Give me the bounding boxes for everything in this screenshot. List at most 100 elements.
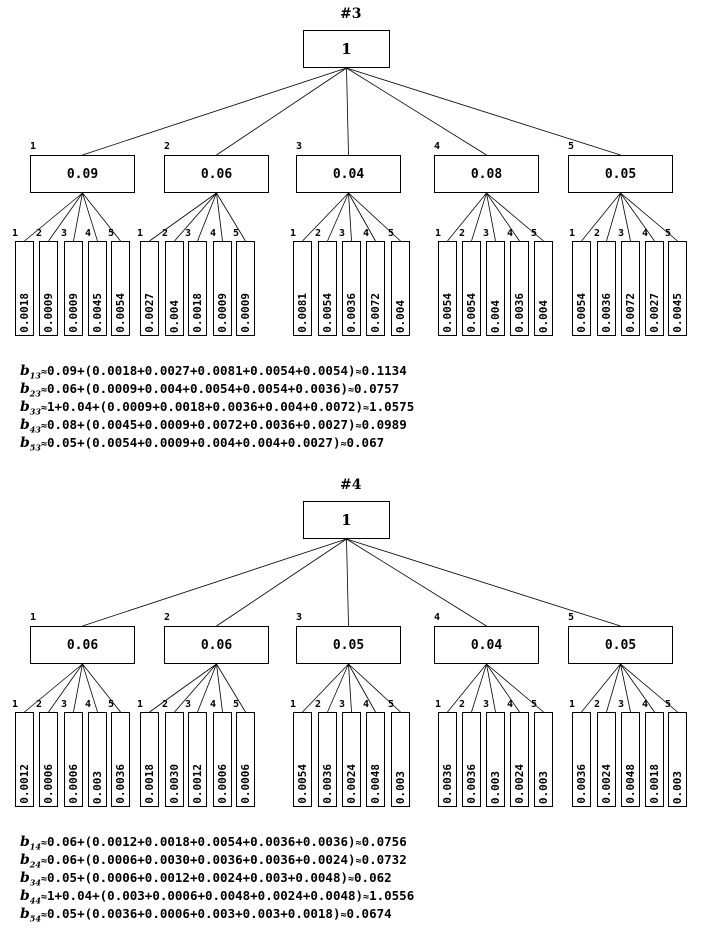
- leaf-node: 0.004: [165, 241, 184, 336]
- leaf-node: 0.003: [391, 712, 410, 807]
- leaf-index-label: 5: [108, 699, 115, 710]
- approx-symbol: ≈: [340, 910, 347, 921]
- formula-row: b44≈1+0.04+(0.003+0.0006+0.0048+0.0024+0…: [20, 887, 414, 906]
- approx-symbol: ≈: [40, 385, 47, 396]
- formula-expression: 0.06+(0.0009+0.004+0.0054+0.0054+0.0036): [46, 381, 348, 396]
- node-to-leaf-line: [486, 663, 520, 713]
- formula-variable: b: [20, 852, 30, 868]
- approx-symbol: ≈: [355, 838, 362, 849]
- root-node: 1: [303, 501, 390, 539]
- node-to-leaf-line: [447, 663, 487, 713]
- leaf-node: 0.0012: [188, 712, 207, 807]
- formula-variable: b: [20, 381, 30, 397]
- leaf-value: 0.0054: [321, 293, 334, 333]
- node-to-leaf-line: [620, 663, 655, 713]
- formula-subscript: 23: [29, 388, 41, 399]
- node-to-leaf-line: [174, 192, 217, 242]
- leaf-node: 0.0036: [342, 241, 361, 336]
- formula-variable: b: [20, 363, 30, 379]
- leaf-index-label: 3: [483, 228, 490, 239]
- leaf-index-label: 5: [531, 228, 538, 239]
- leaf-node: 0.0027: [140, 241, 159, 336]
- leaf-node: 0.004: [486, 241, 505, 336]
- leaf-node: 0.0054: [462, 241, 481, 336]
- leaf-value: 0.0036: [114, 764, 127, 804]
- leaf-index-label: 3: [61, 228, 68, 239]
- formula-list: b14≈0.06+(0.0012+0.0018+0.0054+0.0036+0.…: [20, 833, 414, 924]
- formula-variable: b: [20, 834, 30, 850]
- criterion-node: 0.05: [568, 155, 673, 193]
- leaf-node: 0.0030: [165, 712, 184, 807]
- formula-row: b24≈0.06+(0.0006+0.0030+0.0036+0.0036+0.…: [20, 851, 414, 870]
- leaf-node: 0.0024: [342, 712, 361, 807]
- leaf-node: 0.0018: [15, 241, 34, 336]
- approx-symbol: ≈: [40, 892, 47, 903]
- leaf-node: 0.0045: [88, 241, 107, 336]
- root-to-node-line: [82, 538, 347, 627]
- node-to-leaf-line: [348, 663, 376, 713]
- formula-variable: b: [20, 870, 30, 886]
- node-to-leaf-line: [581, 663, 621, 713]
- leaf-value: 0.004: [394, 299, 407, 333]
- node-index-label: 4: [434, 612, 441, 623]
- leaf-index-label: 2: [315, 228, 322, 239]
- leaf-value: 0.0081: [296, 293, 309, 333]
- approx-symbol: ≈: [40, 403, 47, 414]
- approx-symbol: ≈: [40, 838, 47, 849]
- leaf-index-label: 1: [290, 699, 297, 710]
- leaf-index-label: 2: [459, 699, 466, 710]
- leaf-node: 0.004: [534, 241, 553, 336]
- leaf-index-label: 4: [363, 228, 370, 239]
- leaf-index-label: 1: [435, 699, 442, 710]
- node-to-leaf-line: [24, 192, 83, 242]
- node-to-leaf-line: [48, 663, 83, 713]
- leaf-index-label: 1: [137, 228, 144, 239]
- leaf-value: 0.004: [168, 299, 181, 333]
- leaf-value: 0.0006: [239, 764, 252, 804]
- leaf-node: 0.003: [88, 712, 107, 807]
- formula-row: b33≈1+0.04+(0.0009+0.0018+0.0036+0.004+0…: [20, 398, 414, 417]
- leaf-index-label: 4: [85, 699, 92, 710]
- leaf-node: 0.0036: [318, 712, 337, 807]
- formula-subscript: 33: [29, 406, 41, 417]
- leaf-value: 0.0036: [441, 764, 454, 804]
- leaf-node: 0.0072: [621, 241, 640, 336]
- leaf-value: 0.0036: [600, 293, 613, 333]
- formula-variable: b: [20, 888, 30, 904]
- leaf-index-label: 2: [594, 699, 601, 710]
- node-to-leaf-line: [216, 663, 223, 713]
- criterion-node: 0.04: [296, 155, 401, 193]
- leaf-index-label: 1: [435, 228, 442, 239]
- leaf-node: 0.0036: [510, 241, 529, 336]
- leaf-node: 0.0054: [293, 712, 312, 807]
- leaf-index-label: 5: [388, 699, 395, 710]
- leaf-index-label: 3: [483, 699, 490, 710]
- root-to-node-line: [346, 67, 487, 156]
- approx-symbol: ≈: [40, 910, 47, 921]
- leaf-index-label: 5: [233, 699, 240, 710]
- leaf-node: 0.0054: [572, 241, 591, 336]
- leaf-value: 0.0009: [67, 293, 80, 333]
- leaf-value: 0.0036: [465, 764, 478, 804]
- approx-symbol: ≈: [40, 421, 47, 432]
- leaf-value: 0.0036: [513, 293, 526, 333]
- leaf-value: 0.003: [537, 770, 550, 804]
- root-to-node-line: [346, 67, 349, 156]
- formula-row: b34≈0.05+(0.0006+0.0012+0.0024+0.003+0.0…: [20, 869, 414, 888]
- node-to-leaf-line: [197, 192, 217, 242]
- leaf-index-label: 2: [162, 228, 169, 239]
- formula-expression: 0.06+(0.0006+0.0030+0.0036+0.0036+0.0024…: [46, 852, 356, 867]
- approx-symbol: ≈: [340, 439, 347, 450]
- formula-subscript: 53: [29, 442, 41, 453]
- leaf-value: 0.0027: [143, 293, 156, 333]
- node-to-leaf-line: [620, 192, 631, 242]
- leaf-index-label: 5: [665, 228, 672, 239]
- leaf-index-label: 1: [569, 699, 576, 710]
- formula-expression: 0.06+(0.0012+0.0018+0.0054+0.0036+0.0036…: [46, 834, 356, 849]
- leaf-value: 0.0006: [216, 764, 229, 804]
- formula-expression: 1+0.04+(0.003+0.0006+0.0048+0.0024+0.004…: [46, 888, 364, 903]
- leaf-index-label: 5: [108, 228, 115, 239]
- approx-symbol: ≈: [40, 367, 47, 378]
- formula-variable: b: [20, 399, 30, 415]
- leaf-value: 0.0024: [513, 764, 526, 804]
